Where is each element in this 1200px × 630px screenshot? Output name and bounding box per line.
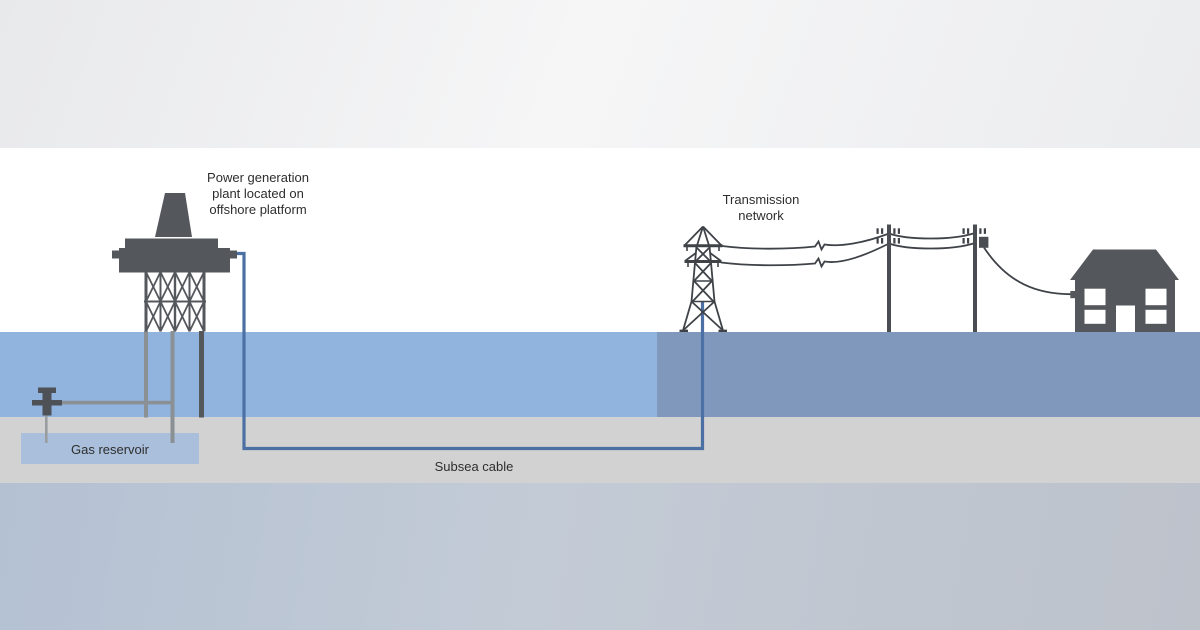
sea-deep-band <box>657 332 1200 417</box>
house-window <box>1084 309 1106 324</box>
sky-band <box>0 0 1200 148</box>
underground-band <box>0 483 1200 630</box>
wellhead-icon <box>32 331 175 443</box>
platform-deck <box>112 193 237 273</box>
service-drop-wire <box>983 247 1071 296</box>
flowline-pipe <box>62 400 173 405</box>
house-door <box>1116 305 1135 332</box>
wire-bottom <box>720 242 976 269</box>
platform-lattice <box>144 271 206 332</box>
riser-leg-line <box>170 331 175 443</box>
subsea-cable-label: Subsea cable <box>434 459 514 474</box>
house-window <box>1145 288 1167 306</box>
house-icon <box>1070 249 1179 332</box>
subsea-cable-line <box>237 251 705 451</box>
service-entry-nub <box>1070 291 1077 299</box>
gas-reservoir-label: Gas reservoir <box>70 442 150 458</box>
platform-legs <box>144 331 204 418</box>
derrick-icon <box>155 193 192 237</box>
house-roof <box>1070 249 1179 280</box>
oil-platform-icon <box>112 193 237 418</box>
transmission-tower-icon <box>679 225 727 332</box>
transmission-network-label: Transmission network <box>722 192 800 223</box>
utility-pole-icon <box>876 224 900 332</box>
power-line-wires <box>720 232 1071 296</box>
gas-reservoir-box: Gas reservoir <box>21 433 199 464</box>
house-window <box>1145 309 1167 324</box>
power-plant-label: Power generation plant located on offsho… <box>207 170 309 217</box>
well-bore-line <box>45 414 48 443</box>
utility-pole-icon <box>962 224 989 332</box>
pole-transformer <box>979 236 989 248</box>
wire-top <box>721 232 976 252</box>
house-window <box>1084 288 1106 306</box>
